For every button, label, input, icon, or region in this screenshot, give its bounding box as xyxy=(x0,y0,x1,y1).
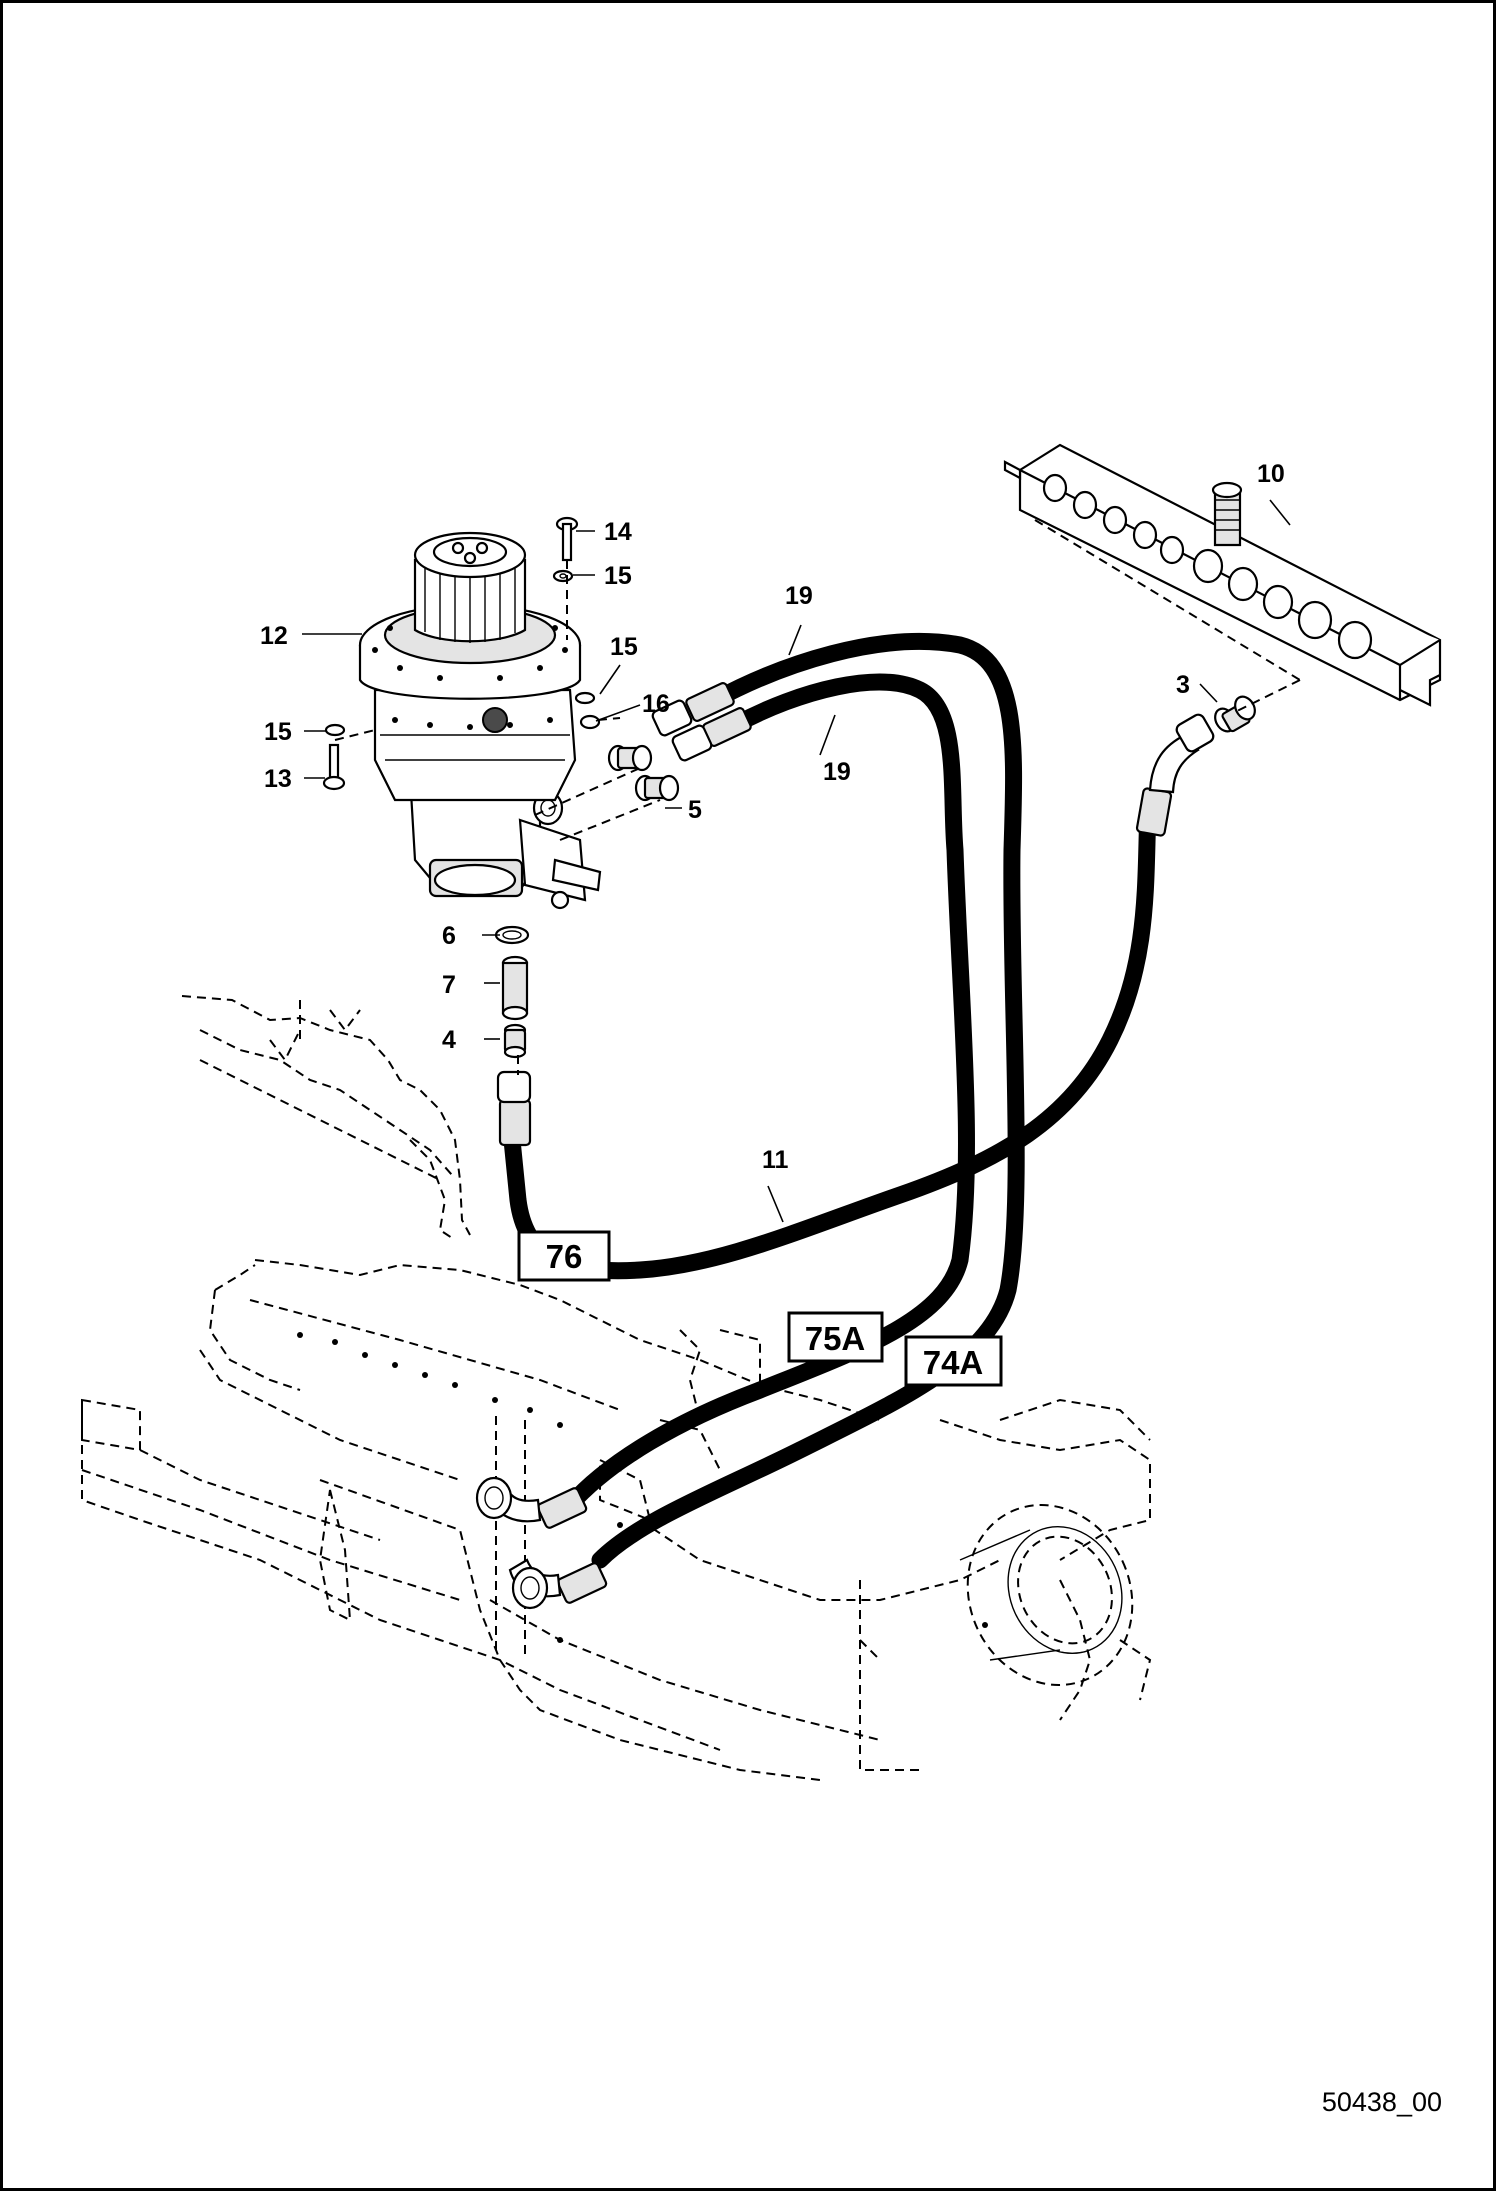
washer-15-top xyxy=(552,569,574,583)
port-label-76: 76 xyxy=(517,1230,611,1282)
callout-19-top: 19 xyxy=(785,582,813,610)
port-label-74a-text: 74A xyxy=(923,1344,984,1381)
machine-frame-phantom xyxy=(81,995,1152,1781)
connector-3 xyxy=(1214,695,1256,733)
hose-fitting-75a-elbow xyxy=(475,1476,588,1529)
callout-15-left: 15 xyxy=(264,718,292,746)
port-label-74a: 74A xyxy=(904,1335,1003,1387)
hose-19-inner xyxy=(561,673,975,1514)
hose-fitting-74a-elbow xyxy=(508,1558,608,1610)
callout-labels: 14 15 12 15 16 15 13 5 19 19 10 3 6 7 4 … xyxy=(260,460,1285,1174)
manifold-10 xyxy=(1003,443,1442,707)
o-ring-6 xyxy=(494,925,530,945)
hose-fitting-11-elbow xyxy=(1135,713,1215,837)
callout-11: 11 xyxy=(762,1146,789,1174)
swing-motor-assembly xyxy=(358,531,602,910)
callout-16: 16 xyxy=(642,690,670,718)
adapter-5-lower xyxy=(634,774,680,802)
port-label-75a: 75A xyxy=(787,1311,884,1363)
callout-15-right: 15 xyxy=(610,633,638,661)
hose-fitting-19-outer xyxy=(651,682,735,737)
port-label-76-text: 76 xyxy=(546,1238,583,1275)
callout-14: 14 xyxy=(604,518,632,546)
hose-11 xyxy=(503,801,1157,1280)
restrictor-7 xyxy=(501,955,529,1021)
callout-6: 6 xyxy=(442,922,456,950)
hose-fitting-11-top xyxy=(496,1070,532,1147)
washer-16 xyxy=(579,714,601,730)
alignment-lines xyxy=(334,519,1301,1075)
callout-13: 13 xyxy=(264,765,292,793)
figure-id: 50438_00 xyxy=(1322,2087,1442,2117)
callout-4: 4 xyxy=(442,1026,456,1054)
adapter-4 xyxy=(503,1023,527,1059)
leader-lines xyxy=(302,499,1291,1223)
callout-7: 7 xyxy=(442,971,456,999)
hose-19-outer xyxy=(591,632,1025,1569)
callout-3: 3 xyxy=(1176,671,1190,699)
port-label-75a-text: 75A xyxy=(805,1320,866,1357)
hose-fitting-19-inner xyxy=(671,707,752,762)
callout-12: 12 xyxy=(260,622,288,650)
washer-15-right xyxy=(574,691,596,705)
bolt-13 xyxy=(322,743,346,791)
callout-15-top: 15 xyxy=(604,562,632,590)
adapter-5-upper xyxy=(607,744,653,772)
callout-10: 10 xyxy=(1257,460,1285,488)
callout-5: 5 xyxy=(688,796,702,824)
bolt-14 xyxy=(555,516,579,562)
washer-15-left xyxy=(324,723,346,737)
callout-19-lower: 19 xyxy=(823,758,851,786)
